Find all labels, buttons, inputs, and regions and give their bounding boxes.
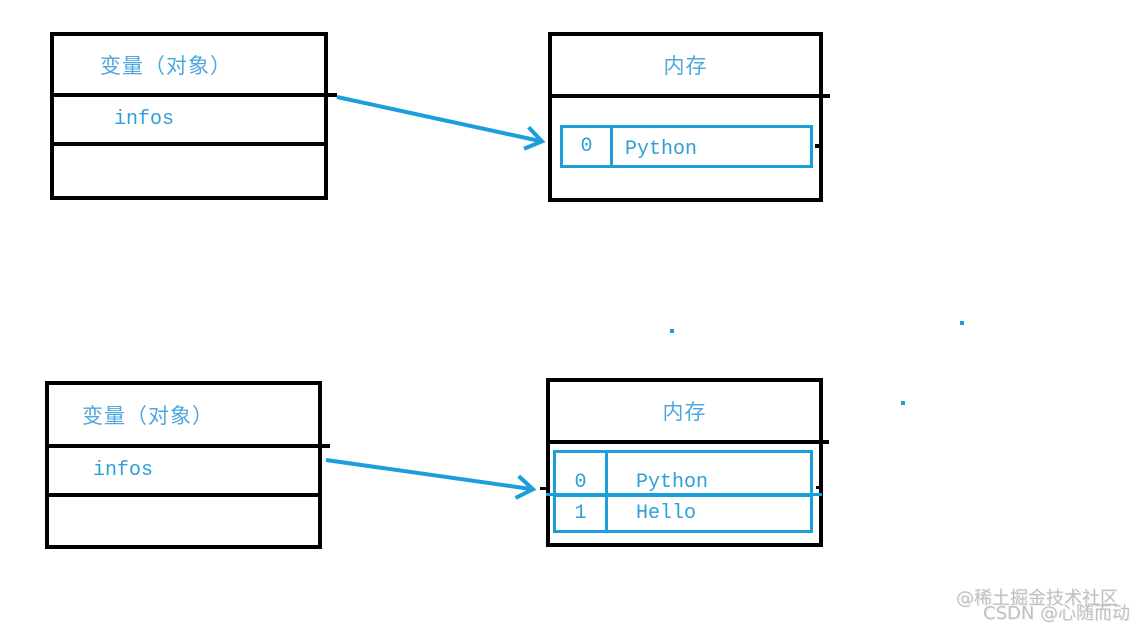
variable-box-top-empty-row (54, 146, 324, 196)
variable-box-bottom: 变量（对象） infos (45, 381, 322, 549)
memory-top-row-0: 0 Python (563, 128, 810, 165)
memory-box-bottom-header: 内存 (550, 382, 819, 444)
memory-box-top-header: 内存 (552, 36, 819, 98)
memory-bottom-row-0: 0 Python (556, 453, 810, 497)
divider-tick-top-membox (823, 94, 830, 98)
stray-blue-dot-2 (960, 321, 964, 325)
memory-top-row-0-value: Python (625, 138, 698, 161)
memory-bottom-row-1: 1 Hello (556, 496, 810, 530)
variable-box-top-field: infos (114, 108, 175, 131)
memory-box-top-body: 0 Python (552, 98, 819, 194)
handle-dot-bottom-right (816, 486, 823, 489)
divider-tick-top-varbox (328, 93, 337, 97)
variable-box-bottom-field-row: infos (49, 448, 318, 497)
divider-tick-bottom-membox (823, 440, 829, 444)
memory-bottom-row-0-value-cell: Python (608, 453, 810, 494)
memory-bottom-row-0-value: Python (636, 470, 709, 494)
memory-bottom-row-1-value-cell: Hello (608, 497, 810, 530)
variable-box-bottom-title: 变量（对象） (82, 403, 214, 428)
memory-bottom-cell-table: 0 Python 1 Hello (553, 450, 813, 533)
variable-box-top-title-row: 变量（对象） (54, 36, 324, 97)
memory-box-bottom: 内存 0 Python 1 Hello (546, 378, 823, 547)
memory-box-top-title: 内存 (663, 54, 708, 78)
memory-bottom-row-0-index: 0 (556, 453, 608, 494)
memory-top-cell-table: 0 Python (560, 125, 813, 168)
memory-box-bottom-body: 0 Python 1 Hello (550, 444, 819, 539)
variable-box-bottom-empty-row (49, 497, 318, 545)
memory-bottom-row-1-index: 1 (556, 496, 608, 530)
memory-top-row-0-value-cell: Python (613, 128, 810, 165)
stray-blue-dot-3 (901, 401, 905, 405)
stray-blue-dot-1 (670, 329, 674, 333)
memory-box-top: 内存 0 Python (548, 32, 823, 202)
watermark-juejin: @稀土掘金技术社区 (956, 588, 1118, 609)
variable-box-top: 变量（对象） infos (50, 32, 328, 200)
handle-dot-top-bluebox (815, 144, 821, 148)
divider-tick-bottom-varbox (322, 444, 330, 448)
watermark-csdn: CSDN @心随而动 (983, 603, 1131, 624)
memory-box-bottom-title: 内存 (662, 400, 707, 424)
pointer-arrow-bottom (325, 458, 537, 500)
blue-divider-overshoot-line (546, 493, 822, 496)
memory-bottom-row-1-value: Hello (636, 501, 697, 525)
handle-dot-bottom-left (540, 487, 547, 490)
variable-box-top-field-row: infos (54, 97, 324, 146)
variable-box-top-title: 变量（对象） (100, 53, 232, 78)
pointer-arrow-top (336, 95, 546, 151)
variable-box-bottom-field: infos (93, 459, 154, 482)
variable-box-bottom-title-row: 变量（对象） (49, 385, 318, 448)
memory-top-row-0-index: 0 (563, 128, 613, 165)
